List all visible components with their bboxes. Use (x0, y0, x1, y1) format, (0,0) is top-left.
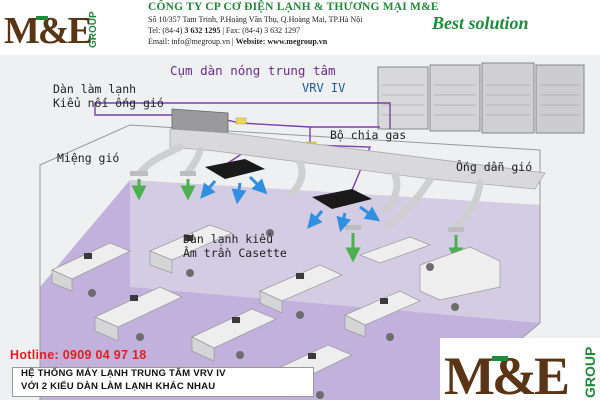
gas-splitter-1 (235, 117, 247, 125)
airflow-arrows-blue (200, 175, 381, 233)
cassette-unit-2 (312, 189, 372, 209)
building-illustration (39, 62, 585, 400)
company-logo-bottom: M&E GROUP (440, 338, 600, 400)
tel-value: 3 632 1295 (184, 26, 221, 35)
logo-amp-accent (36, 16, 48, 20)
logo-bottom-amp-accent (492, 356, 508, 361)
company-logo: M&E GROUP (4, 10, 99, 50)
website-text: Website: www.megroup.vn (235, 37, 328, 46)
label-vrv: VRV IV (302, 81, 346, 95)
office-furniture (51, 224, 501, 398)
label-air-outlet: Miệng gió (57, 151, 120, 165)
tel-label: Tel: (84-4) (148, 26, 185, 35)
logo-letters: M&E (4, 10, 92, 50)
caption-line2: VỚI 2 KIỂU DÀN LÀM LẠNH KHÁC NHAU (21, 380, 216, 392)
slogan: Best solution (432, 13, 529, 33)
airflow-arrows-green (131, 179, 464, 263)
computer-monitors (84, 235, 388, 359)
label-gas-splitter: Bộ chia gas (330, 128, 407, 142)
wall-outline (39, 124, 541, 323)
label-ducted-unit-line1: Dàn làm lạnh (53, 82, 137, 96)
fax-text: | Fax: (84-4) 3 632 1297 (220, 26, 301, 35)
logo-bottom-group-text: GROUP (582, 347, 598, 398)
label-ducted-unit-line2: Kiểu nối ống gió (53, 96, 164, 110)
email-text: Email: info@megroup.vn | (148, 37, 236, 46)
label-outdoor-unit: Cụm dàn nóng trung tâm (170, 63, 336, 78)
air-outlets (130, 171, 464, 232)
caption-line1: HỆ THỐNG MÁY LẠNH TRUNG TÂM VRV IV (21, 368, 226, 379)
logo-group-text: GROUP (88, 11, 99, 48)
diagram-caption: HỆ THỐNG MÁY LẠNH TRUNG TÂM VRV IV VỚI 2… (12, 367, 314, 397)
hotline: Hotline: 0909 04 97 18 (10, 348, 147, 362)
office-chairs (88, 229, 459, 399)
company-contact: Email: info@megroup.vn | Website: www.me… (148, 37, 327, 46)
logo-bottom-letters: M&E (444, 346, 568, 400)
label-cassette-line2: Âm trần Casette (183, 246, 287, 260)
outdoor-units (377, 62, 585, 134)
label-cassette-line1: Dàn lạnh kiểu (183, 232, 274, 246)
company-phone-fax: Tel: (84-4) 3 632 1295 | Fax: (84-4) 3 6… (148, 26, 300, 35)
company-name: CÔNG TY CP CƠ ĐIỆN LẠNH & THƯƠNG MẠI M&E (148, 1, 439, 13)
label-air-duct: Ống dẫn gió (456, 160, 533, 174)
cassette-unit-1 (205, 159, 265, 179)
header: M&E GROUP CÔNG TY CP CƠ ĐIỆN LẠNH & THƯƠ… (0, 0, 600, 52)
company-address: Số 10/357 Tam Trinh, P.Hoàng Văn Thụ, Q.… (148, 15, 363, 24)
